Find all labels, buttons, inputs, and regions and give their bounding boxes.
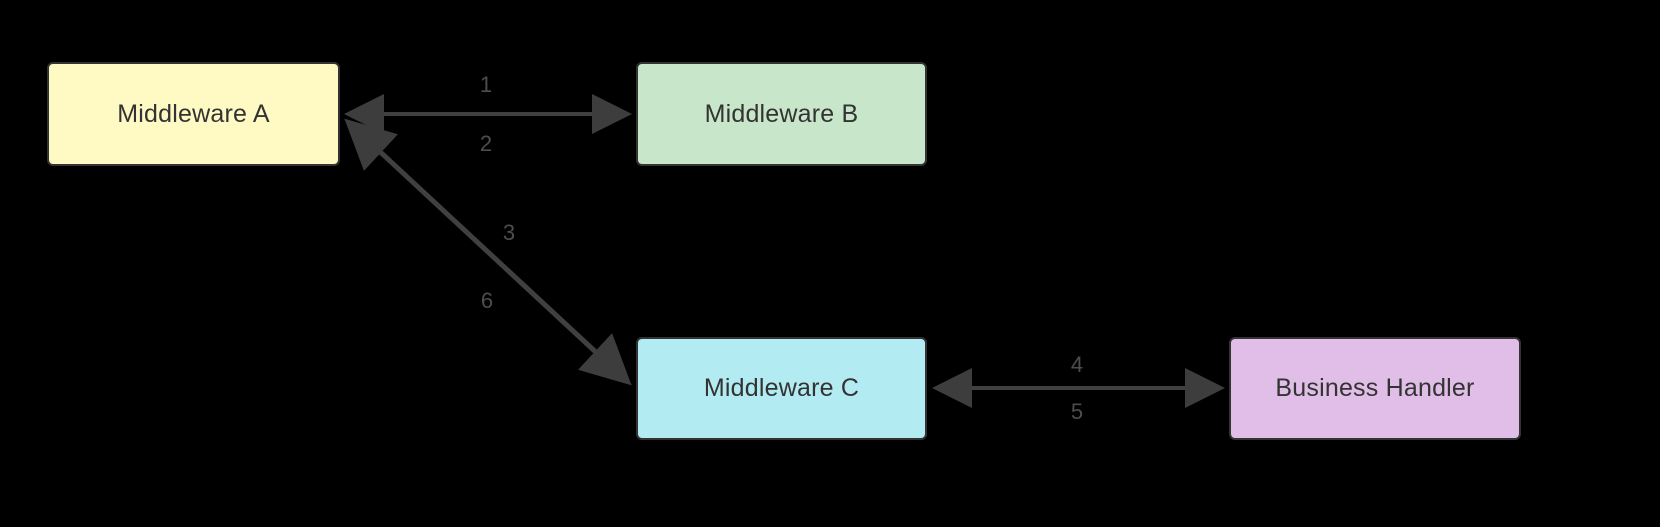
edge-label-b-to-a-2: 2: [479, 131, 493, 156]
edge-label-c-to-a-6: 6: [480, 288, 494, 313]
edge-label-a-to-b-1: 1: [479, 72, 493, 97]
edge-label-a-to-c-3: 3: [502, 220, 516, 245]
node-middleware-c[interactable]: Middleware C: [636, 337, 927, 440]
edge-label-handler-to-c-5: 5: [1070, 399, 1084, 424]
node-middleware-b[interactable]: Middleware B: [636, 62, 927, 166]
node-business-handler[interactable]: Business Handler: [1229, 337, 1521, 440]
node-middleware-a[interactable]: Middleware A: [47, 62, 340, 166]
edge-mw-a-mw-c: [344, 118, 632, 386]
edge-label-c-to-handler-4: 4: [1070, 352, 1084, 377]
